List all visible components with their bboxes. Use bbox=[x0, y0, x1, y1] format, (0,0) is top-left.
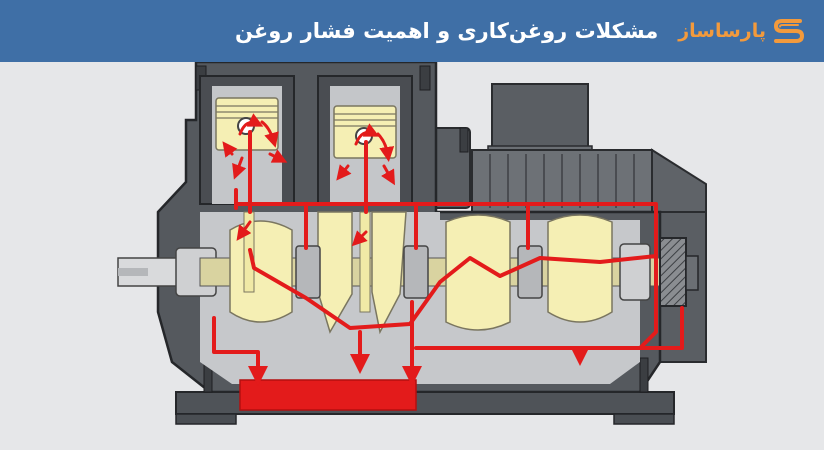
crankshaft bbox=[117, 211, 661, 335]
header-banner: مشکلات روغن‌کاری و اهمیت فشار روغن پارسا… bbox=[0, 0, 824, 62]
oil-sump bbox=[239, 379, 417, 411]
oil-spray-arrows bbox=[222, 113, 395, 247]
brand[interactable]: پارساساز bbox=[678, 16, 806, 46]
page-title: مشکلات روغن‌کاری و اهمیت فشار روغن bbox=[235, 19, 659, 43]
brand-name: پارساساز bbox=[678, 20, 766, 42]
compressor-lubrication-diagram bbox=[117, 62, 707, 425]
oil-flow-paths bbox=[212, 130, 684, 386]
oil-pump bbox=[659, 237, 699, 307]
parsasaz-logo-icon bbox=[773, 19, 805, 43]
